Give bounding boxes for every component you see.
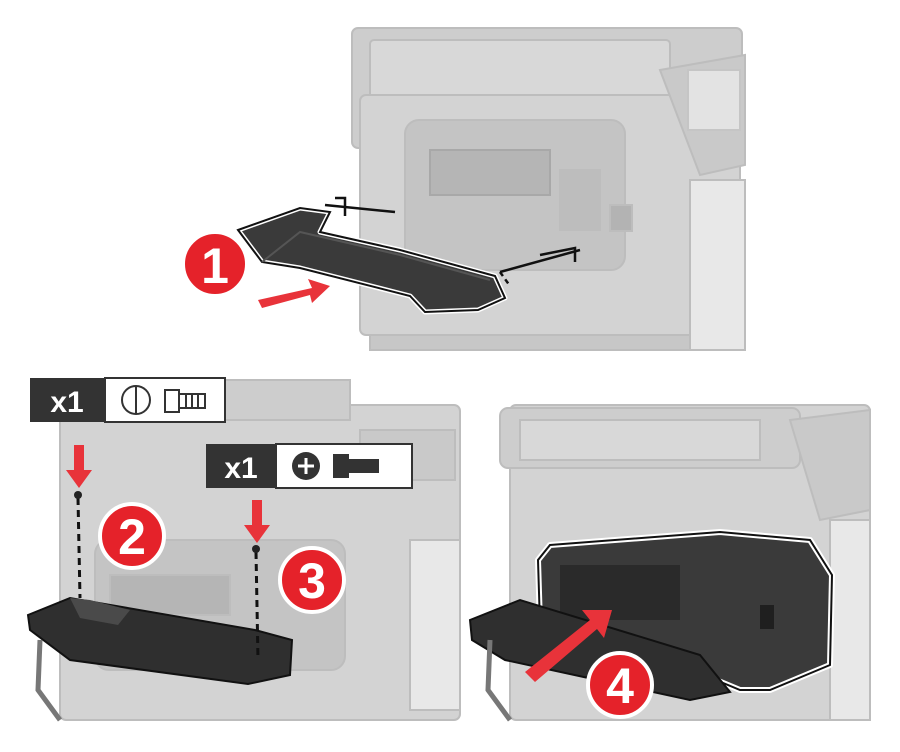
screw-callout-1: x1	[30, 377, 226, 423]
panel-step-1: 1	[181, 27, 746, 351]
phillips-screw-solid-icon	[292, 452, 379, 480]
step-number-1: 1	[201, 238, 229, 294]
down-arrow-screw-left	[66, 445, 92, 488]
step-number-3: 3	[298, 553, 326, 609]
push-arrow-step-1	[258, 279, 330, 308]
panel-step-4: 4	[468, 404, 871, 722]
tray-attached-left	[26, 596, 294, 722]
flat-slot-screw-outline-icon	[121, 385, 206, 415]
screw-guides	[74, 491, 260, 661]
step-badge-2: 2	[98, 502, 166, 570]
output-tray-part	[235, 205, 508, 315]
screw-callout-2: x1	[206, 443, 413, 489]
screw-head-left	[74, 491, 82, 499]
finisher-unit-part	[468, 529, 835, 722]
printer-body-top	[351, 27, 746, 351]
step-badge-1: 1	[181, 230, 249, 298]
tray-rails	[297, 196, 581, 287]
screw-quantity-1: x1	[50, 386, 83, 419]
down-arrow-screw-right	[244, 500, 270, 543]
panel-step-2-3: x1 x1	[26, 377, 461, 722]
step-number-4: 4	[606, 658, 634, 714]
step-number-2: 2	[118, 509, 146, 565]
push-arrow-step-4	[525, 610, 612, 682]
screw-quantity-2: x1	[224, 452, 257, 485]
step-badge-3: 3	[278, 546, 346, 614]
step-badge-4: 4	[586, 651, 654, 719]
screw-head-right	[252, 545, 260, 553]
